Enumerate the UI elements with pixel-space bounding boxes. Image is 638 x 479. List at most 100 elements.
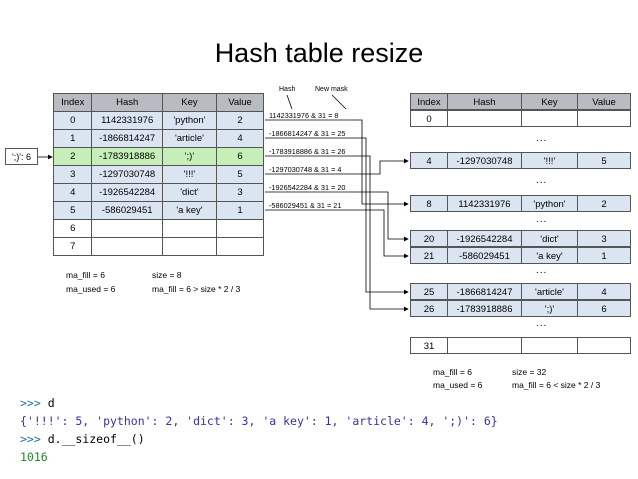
- cell-key: [521, 110, 577, 127]
- cell-value: 3: [577, 230, 631, 247]
- cell-key: 'a key': [161, 201, 217, 220]
- table-row: 21 -586029451 'a key' 1: [410, 247, 631, 264]
- cell-value: [577, 337, 631, 354]
- cell-key: ';)': [161, 147, 217, 166]
- cell-hash: -1926542284: [91, 183, 163, 202]
- cell-key: 'a key': [521, 247, 577, 264]
- cell-index: 4: [52, 183, 93, 202]
- col-value-header: Value: [215, 93, 265, 112]
- table-row: 25 -1866814247 'article' 4: [410, 283, 631, 300]
- cell-value: 1: [577, 247, 631, 264]
- cell-key: ';)': [521, 300, 577, 317]
- new-ma-used: ma_used = 6: [433, 380, 483, 390]
- cell-hash: -1783918886: [91, 147, 163, 166]
- arrow-to-20: [355, 191, 409, 242]
- cell-index: 6: [52, 219, 93, 238]
- table-row: 4-1926542284'dict'3: [52, 183, 265, 202]
- cell-hash: [91, 219, 163, 238]
- repl-command: d.__sizeof__(): [47, 432, 145, 446]
- cell-index: 5: [52, 201, 93, 220]
- new-ma-fill: ma_fill = 6: [433, 367, 472, 377]
- mask-calc: -586029451 & 31 = 21: [269, 201, 342, 210]
- table-row: 20 -1926542284 'dict' 3: [410, 230, 631, 247]
- cell-hash: -1783918886: [447, 300, 521, 317]
- code-line-2: {'!!!': 5, 'python': 2, 'dict': 3, 'a ke…: [20, 414, 498, 428]
- leader-hash: [286, 94, 293, 110]
- cell-key: 'dict': [521, 230, 577, 247]
- arrow-to-8: [355, 119, 409, 207]
- mask-calc: -1297030748 & 31 = 4: [269, 165, 342, 174]
- table-header-row: Index Hash Key Value: [52, 93, 265, 112]
- arrow-to-21: [355, 209, 409, 259]
- cell-hash: -586029451: [91, 201, 163, 220]
- mask-calc: -1783918886 & 31 = 26: [269, 147, 346, 156]
- cell-index: 21: [410, 247, 447, 264]
- col-value-header: Value: [577, 93, 631, 110]
- col-hash-header: Hash: [447, 93, 521, 110]
- table-row: 4 -1297030748 '!!!' 5: [410, 152, 631, 169]
- new-size: size = 32: [512, 367, 547, 377]
- cell-index: 4: [410, 152, 447, 169]
- cell-value: 2: [577, 195, 631, 212]
- col-index-header: Index: [410, 93, 447, 110]
- old-ma-used: ma_used = 6: [66, 284, 116, 294]
- ellipsis: ...: [536, 265, 548, 276]
- cell-value: 2: [215, 111, 265, 130]
- cell-index: 0: [410, 110, 447, 127]
- col-hash-header: Hash: [91, 93, 163, 112]
- cell-value: 6: [215, 147, 265, 166]
- cell-value: [215, 237, 265, 256]
- old-size: size = 8: [152, 270, 182, 280]
- old-ma-fill: ma_fill = 6: [66, 270, 105, 280]
- cell-value: 6: [577, 300, 631, 317]
- cell-value: 4: [577, 283, 631, 300]
- cell-index: 2: [52, 147, 93, 166]
- cell-key: 'python': [521, 195, 577, 212]
- cell-hash: [91, 237, 163, 256]
- ellipsis: ...: [536, 214, 548, 225]
- cell-key: '!!!': [521, 152, 577, 169]
- col-key-header: Key: [521, 93, 577, 110]
- code-line-3: >>> d.__sizeof__(): [20, 432, 145, 446]
- table-row-empty: 7: [52, 237, 265, 256]
- cell-hash: [447, 337, 521, 354]
- repl-command: d: [47, 396, 55, 410]
- cell-hash: 1142331976: [447, 195, 521, 212]
- table-row: 5-586029451'a key'1: [52, 201, 265, 220]
- cell-index: 7: [52, 237, 93, 256]
- mask-calc: 1142331976 & 31 = 8: [269, 111, 339, 120]
- arrow-to-25: [355, 137, 409, 295]
- mask-calc: -1926542284 & 31 = 20: [269, 183, 346, 192]
- table-row-highlighted: 2-1783918886';)'6: [52, 147, 265, 166]
- cell-index: 0: [52, 111, 93, 130]
- slide-title: Hash table resize: [214, 38, 424, 68]
- cell-key: [161, 219, 217, 238]
- new-key-box: ';)': 6: [5, 148, 38, 165]
- new-mask-label: New mask: [315, 86, 348, 93]
- cell-hash: -1866814247: [447, 283, 521, 300]
- cell-index: 25: [410, 283, 447, 300]
- hash-label: Hash: [279, 86, 296, 93]
- table-row-empty: 6: [52, 219, 265, 238]
- cell-index: 8: [410, 195, 447, 212]
- arrow-to-4: [355, 158, 409, 175]
- table-row: 26 -1783918886 ';)' 6: [410, 300, 631, 317]
- cell-index: 1: [52, 129, 93, 148]
- mask-calc: -1866814247 & 31 = 25: [269, 129, 346, 138]
- cell-key: [521, 337, 577, 354]
- cell-key: 'python': [161, 111, 217, 130]
- cell-index: 26: [410, 300, 447, 317]
- cell-index: 31: [410, 337, 447, 354]
- table-row-empty: 31: [410, 337, 631, 354]
- cell-key: [161, 237, 217, 256]
- table-row: 8 1142331976 'python' 2: [410, 195, 631, 212]
- cell-key: 'article': [521, 283, 577, 300]
- code-line-4: 1016: [20, 450, 48, 464]
- cell-hash: -1297030748: [447, 152, 521, 169]
- cell-value: 3: [215, 183, 265, 202]
- cell-hash: -1926542284: [447, 230, 521, 247]
- cell-key: 'dict': [161, 183, 217, 202]
- code-line-1: >>> d: [20, 396, 55, 410]
- arrow-to-26: [355, 155, 409, 312]
